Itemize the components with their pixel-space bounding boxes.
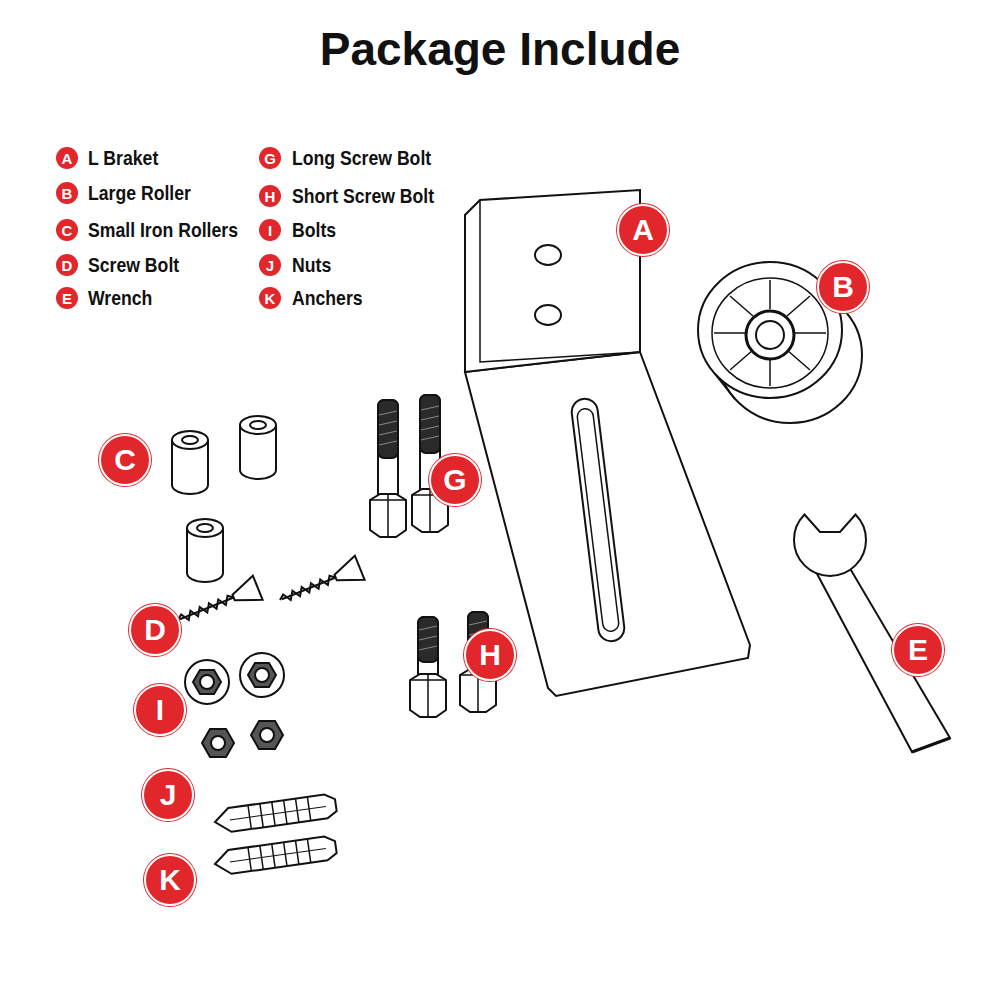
part-name: Large Roller (88, 181, 191, 205)
nuts (202, 721, 283, 757)
list-letter: D (56, 254, 78, 276)
callout-letter: D (129, 604, 181, 656)
anchors (213, 793, 337, 876)
list-letter: A (56, 147, 78, 169)
part-name: Anchers (292, 286, 363, 310)
part-name: Short Screw Bolt (292, 184, 434, 208)
callout-letter: I (134, 684, 186, 736)
part-name: Bolts (292, 218, 336, 242)
callout-letter: C (99, 434, 151, 486)
list-letter: C (56, 219, 78, 241)
l-bracket (465, 190, 750, 696)
page-title: Package Include (0, 22, 1000, 76)
part-name: Small Iron Rollers (88, 218, 238, 242)
flange-bolts (185, 653, 284, 704)
part-name: Nuts (292, 253, 331, 277)
iron-rollers (172, 416, 276, 582)
part-name: L Braket (88, 146, 158, 170)
list-letter: J (259, 254, 281, 276)
screw-bolts (173, 556, 364, 632)
callout-letter: B (817, 261, 869, 313)
part-name: Long Screw Bolt (292, 146, 431, 170)
part-name: Wrench (88, 286, 152, 310)
list-letter: E (56, 287, 78, 309)
list-letter: K (259, 287, 281, 309)
list-letter: I (259, 219, 281, 241)
callout-letter: H (464, 629, 516, 681)
callout-letter: A (617, 204, 669, 256)
callout-letter: G (429, 454, 481, 506)
list-letter: B (56, 182, 78, 204)
list-letter: H (259, 185, 281, 207)
wrench (794, 515, 950, 753)
callout-letter: J (142, 769, 194, 821)
callout-letter: E (892, 624, 944, 676)
list-letter: G (259, 147, 281, 169)
part-name: Screw Bolt (88, 253, 179, 277)
callout-letter: K (144, 854, 196, 906)
